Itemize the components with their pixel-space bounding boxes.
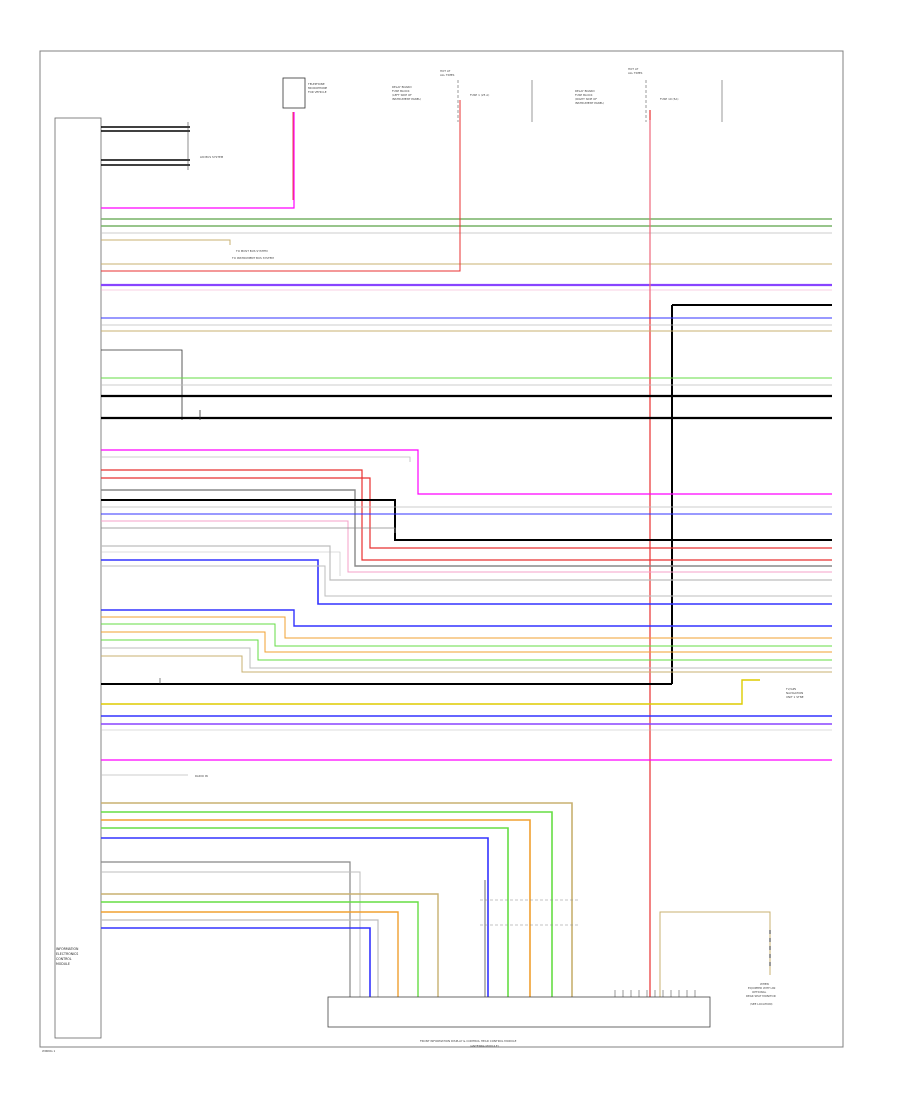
wire-46 (101, 623, 832, 647)
wire-5 (101, 112, 295, 209)
fuse-block-1-line-6: INSTRUMENT PANEL) (392, 97, 421, 101)
can-label: TO MOST BUS SYSTEM (235, 249, 268, 253)
telephone-label-2: MICROPHONE (308, 86, 327, 90)
wire-68 (101, 911, 399, 997)
wire-59 (101, 802, 573, 997)
wire-53 (101, 679, 760, 705)
wire-69 (101, 919, 379, 997)
wire-43 (101, 565, 832, 597)
telephone-label-3: FOR VEHICLE (308, 90, 327, 94)
rear-seat-monitor-label: WHEN EQUIPPED WITH AN OPTIONAL REAR SEAT… (746, 982, 776, 1006)
wire-44 (101, 609, 832, 627)
tv-gps-line-3: UNIT 1 STNE (786, 695, 804, 699)
wire-45 (101, 616, 832, 639)
rsm-line-5: (SEE LOCATION) (750, 1002, 773, 1006)
tv-gps-line-1: TV/GPS (785, 687, 796, 691)
wire-14 (101, 100, 461, 272)
bottom-control-module-box (327, 996, 711, 1028)
wire-31 (101, 456, 411, 462)
wire-67 (101, 901, 419, 997)
bottom-module-title: FRONT INFORMATION DISPLAY & CONTROL HEAD… (420, 1039, 517, 1043)
left-module-box (54, 117, 102, 1039)
fuse-block-2-line-5: (RIGHT SIDE OF (575, 97, 597, 101)
bottom-module-subtitle: (ANTENNA MODULE) (470, 1044, 499, 1048)
fuse-block-1-line-2: ALL TIMES (440, 73, 455, 77)
left-module-label-line-3: CONTROL (56, 957, 72, 961)
rsm-line-2: EQUIPPED WITH AN (748, 986, 775, 990)
tv-gps-line-2: NAVIGATION (786, 691, 803, 695)
fuse-1-label: FUSE 1 (25 A) (470, 93, 489, 97)
fuse-block-2-line-3: RELAY BOARD (575, 89, 595, 93)
fuse-block-2-line-1: HOT AT (628, 67, 639, 71)
wire-60 (101, 811, 553, 997)
wire-30 (101, 449, 832, 495)
wire-40 (101, 545, 832, 581)
lin-bus-label: LIN BUS SYSTEM (200, 155, 224, 159)
wire-39 (101, 527, 396, 533)
wire-33 (101, 477, 832, 549)
wire-47 (101, 631, 832, 653)
wire-65 (101, 871, 361, 997)
left-module-label-line-2: ELECTRONICS (56, 952, 78, 956)
left-module-label: INFORMATION ELECTRONICS CONTROL MODULE (56, 947, 79, 966)
fuse-block-1-line-5: (LEFT SIDE OF (392, 93, 412, 97)
diagram-frame (39, 50, 844, 1048)
wire-49 (101, 647, 832, 669)
page-reference: WIRING 1 (42, 1049, 56, 1053)
wire-50 (101, 655, 832, 673)
fuse-block-1-label: HOT AT ALL TIMES RELAY BOARD FUSE BLOCK … (392, 69, 489, 101)
rsm-line-4: REAR SEAT MONITOR (746, 994, 776, 998)
wire-35 (101, 499, 832, 541)
rsm-line-1: WHEN (760, 982, 769, 986)
tv-gps-label: TV/GPS NAVIGATION UNIT 1 STNE (785, 687, 804, 699)
telephone-microphone-box (282, 77, 306, 109)
left-module-label-line-1: INFORMATION (56, 947, 79, 951)
wire-12 (101, 239, 231, 245)
antenna-label: TO INSTRUMENT BUS SYSTEM (231, 256, 274, 260)
wire-64 (101, 861, 351, 997)
wire-48 (101, 639, 832, 661)
wire-70 (101, 927, 371, 997)
wire-group (101, 100, 832, 1000)
telephone-microphone-label: TELEPHONE MICROPHONE FOR VEHICLE (307, 82, 327, 94)
wire-62 (101, 827, 509, 997)
wire-42 (101, 559, 832, 605)
wire-74 (659, 911, 771, 997)
wire-66 (101, 893, 439, 997)
wire-63 (101, 837, 489, 997)
radio-label: RADIO IN (195, 774, 208, 778)
rsm-line-3: OPTIONAL (752, 990, 767, 994)
wire-41 (101, 551, 341, 576)
fuse-block-1-line-1: HOT AT (440, 69, 451, 73)
fuse-block-1-line-3: RELAY BOARD (392, 85, 412, 89)
fuse-block-2-line-4: FUSE BLOCK (575, 93, 593, 97)
fuse-block-2-line-6: INSTRUMENT PANEL) (575, 101, 604, 105)
wire-61 (101, 819, 531, 997)
fuse-2-label: FUSE 19 (5A) (660, 97, 678, 101)
wire-32 (101, 469, 832, 561)
telephone-label-1: TELEPHONE (307, 82, 325, 86)
wire-38 (101, 520, 832, 573)
left-module-label-line-4: MODULE (56, 962, 70, 966)
fuse-block-1-line-4: FUSE BLOCK (392, 89, 410, 93)
fuse-block-2-label: HOT AT ALL TIMES RELAY BOARD FUSE BLOCK … (575, 67, 678, 105)
fuse-block-2-line-2: ALL TIMES (628, 71, 643, 75)
